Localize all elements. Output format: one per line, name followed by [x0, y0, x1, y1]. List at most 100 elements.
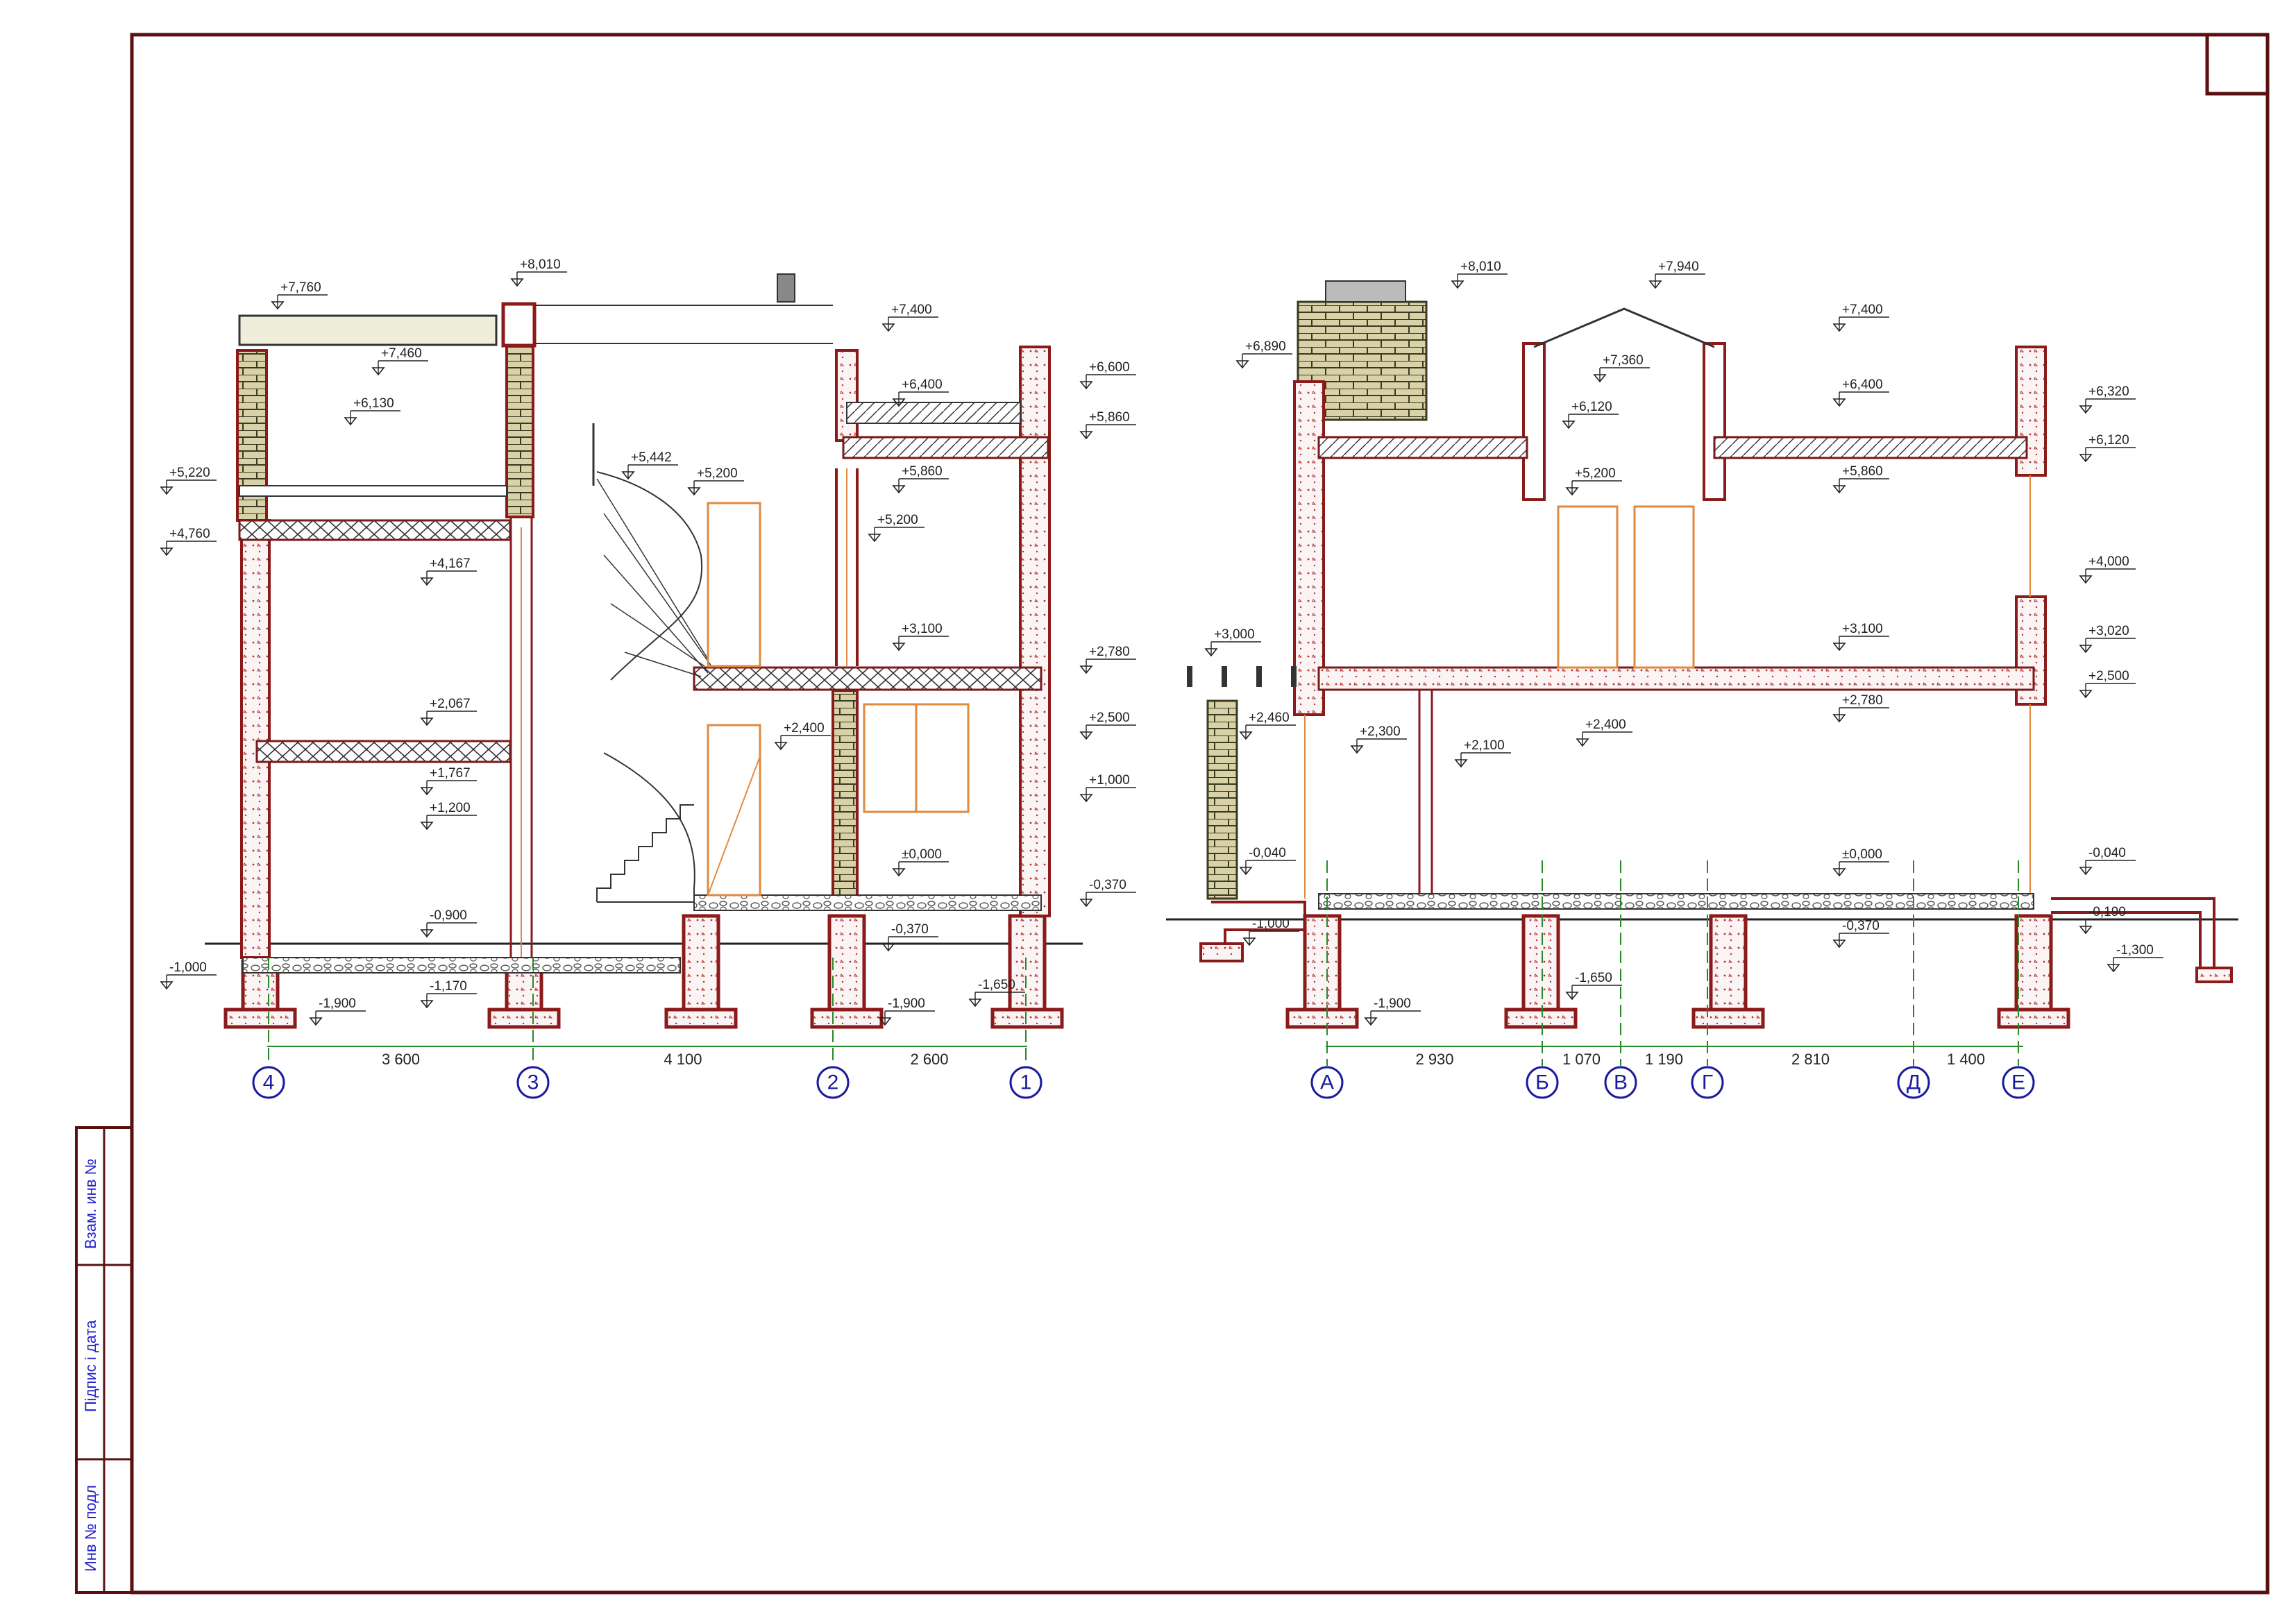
section-right-level-marks: +8,010 +7,940 +6,890 +7,360 +7,400 +6,400 +6,3…: [1204, 260, 2163, 1026]
level-mark: +7,460: [381, 346, 422, 361]
span-dimension: 2 600: [910, 1051, 948, 1068]
level-mark: +2,780: [1842, 693, 1883, 708]
level-mark: +4,167: [430, 556, 471, 571]
section-left-level-marks: +7,760+7,460+8,010+7,400+6,400+6,600+5,8…: [160, 257, 1136, 1026]
level-mark: +3,000: [1214, 627, 1255, 642]
span-dimension: 3 600: [382, 1051, 420, 1068]
level-mark: +4,760: [169, 527, 210, 541]
level-mark: +6,400: [1842, 377, 1883, 392]
level-mark: +4,000: [2088, 554, 2129, 569]
section-left-structure: [205, 273, 1083, 1029]
level-mark: +2,500: [2088, 669, 2129, 683]
axis-label: 3: [527, 1071, 539, 1094]
level-mark: +6,400: [902, 377, 943, 392]
level-mark: -0,370: [1089, 878, 1126, 892]
level-mark: -1,300: [2116, 943, 2154, 958]
level-mark: +7,360: [1603, 353, 1644, 368]
level-mark: +2,400: [1585, 717, 1626, 732]
level-mark: +6,120: [1571, 400, 1612, 414]
level-mark: +3,100: [902, 622, 943, 636]
level-mark: +5,200: [877, 513, 918, 527]
level-mark: -1,900: [888, 996, 925, 1011]
axis-bubble: [1604, 1066, 1637, 1099]
level-mark: -0,370: [891, 922, 929, 937]
level-mark: ±0,000: [1842, 847, 1882, 862]
level-mark: -0,370: [1842, 919, 1880, 933]
axis-bubble: [252, 1066, 285, 1099]
axis-bubble: [816, 1066, 850, 1099]
level-mark: +2,500: [1089, 711, 1130, 725]
level-mark: +7,940: [1658, 260, 1699, 274]
level-mark: +2,067: [430, 697, 471, 711]
level-mark: +8,010: [1460, 260, 1501, 274]
level-mark: -1,000: [169, 960, 207, 975]
level-mark: +5,860: [1089, 410, 1130, 425]
level-mark: -1,900: [1374, 996, 1411, 1011]
level-mark: +2,460: [1249, 711, 1290, 725]
section-right-structure: [1166, 280, 2238, 1029]
span-dimension: 1 400: [1947, 1051, 1985, 1068]
level-mark: +6,600: [1089, 360, 1130, 375]
stamp-label-replacement: Взам. инв №: [82, 1159, 99, 1249]
level-mark: -0,040: [2088, 846, 2126, 860]
level-mark: -0,190: [2088, 905, 2126, 919]
level-mark: +1,200: [430, 801, 471, 815]
level-mark: -1,900: [319, 996, 356, 1011]
sheet-frame: [130, 33, 2270, 1595]
level-mark: +6,890: [1245, 339, 1286, 354]
level-mark: -1,170: [430, 979, 467, 994]
level-mark: +2,300: [1360, 724, 1401, 739]
span-dimension: 1 190: [1645, 1051, 1683, 1068]
section-left-spans: 3 600 4 100 2 600: [382, 1051, 949, 1068]
axis-bubble: [516, 1066, 550, 1099]
span-dimension: 2 810: [1791, 1051, 1830, 1068]
axis-label: Б: [1535, 1071, 1549, 1094]
axis-label: 1: [1020, 1071, 1032, 1094]
span-dimension: 2 930: [1415, 1051, 1453, 1068]
level-mark: -0,900: [430, 908, 467, 923]
axis-label: 4: [263, 1071, 275, 1094]
axis-label: Д: [1907, 1071, 1921, 1094]
level-mark: +6,320: [2088, 384, 2129, 399]
axis-label: Г: [1702, 1071, 1713, 1094]
level-mark: +1,000: [1089, 773, 1130, 788]
axis-bubble: [2002, 1066, 2035, 1099]
span-dimension: 1 070: [1562, 1051, 1601, 1068]
axis-label: Е: [2011, 1071, 2025, 1094]
level-mark: +1,767: [430, 766, 471, 781]
level-mark: +2,780: [1089, 645, 1130, 659]
axis-bubble: [1526, 1066, 1559, 1099]
axis-bubble: [1310, 1066, 1344, 1099]
level-mark: +5,860: [902, 464, 943, 479]
stamp-label-inventory: Инв № подл: [82, 1485, 99, 1572]
axis-label: В: [1614, 1071, 1628, 1094]
level-mark: -0,040: [1249, 846, 1286, 860]
span-dimension: 4 100: [664, 1051, 702, 1068]
level-mark: +5,200: [697, 466, 738, 481]
axis-bubble: [1691, 1066, 1724, 1099]
level-mark: -1,000: [1252, 917, 1290, 931]
level-mark: +6,120: [2088, 433, 2129, 448]
stamp-label-signature: Підпис і дата: [82, 1320, 99, 1412]
level-mark: -1,650: [978, 978, 1015, 992]
side-stamp: Взам. инв № Підпис і дата Инв № подл: [75, 1126, 133, 1594]
level-mark: +2,400: [784, 721, 825, 736]
corner-stamp-box: [2205, 33, 2270, 96]
level-mark: +7,400: [891, 303, 932, 317]
level-mark: +7,760: [280, 280, 321, 295]
level-mark: +5,220: [169, 466, 210, 480]
level-mark: +6,130: [353, 396, 394, 411]
section-left-axes: 4 3 2 1: [252, 958, 1043, 1099]
axis-bubble: [1897, 1066, 1930, 1099]
level-mark: +3,020: [2088, 624, 2129, 638]
axis-label: 2: [827, 1071, 839, 1094]
section-right-spans: 2 930 1 070 1 190 2 810 1 400: [1415, 1051, 1985, 1068]
level-mark: +5,200: [1575, 466, 1616, 481]
level-mark: -1,650: [1575, 971, 1612, 985]
level-mark: +7,400: [1842, 303, 1883, 317]
level-mark: +5,860: [1842, 464, 1883, 479]
level-mark: ±0,000: [902, 847, 942, 862]
level-mark: +3,100: [1842, 622, 1883, 636]
